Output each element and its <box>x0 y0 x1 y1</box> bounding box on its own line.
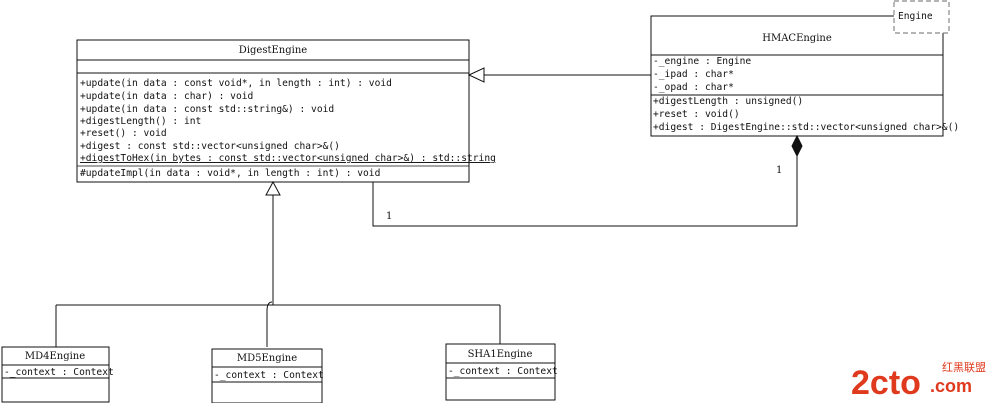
method-3: +digestLength() : int <box>80 116 201 127</box>
method-5: +digest : const std::vector<unsigned cha… <box>80 141 340 152</box>
class-name: SHA1Engine <box>468 349 533 360</box>
class-name: DigestEngine <box>239 45 307 56</box>
method-6-static: +digestToHex(in bytes : const std::vecto… <box>80 153 496 164</box>
class-box <box>76 39 470 183</box>
attribute-1: -_ipad : char* <box>653 69 734 80</box>
watermark-cn: 红黑联盟 <box>942 361 986 374</box>
class-name: HMACEngine <box>762 33 832 44</box>
template-box <box>893 0 950 34</box>
class-box <box>211 348 323 403</box>
method-4: +reset() : void <box>80 128 167 139</box>
association-line <box>372 156 798 227</box>
attribute-0: -_context : Context <box>4 367 114 378</box>
class-box <box>445 343 556 401</box>
watermark-domain: .com <box>930 376 972 396</box>
attribute-0: -_context : Context <box>214 370 324 381</box>
method-1: +update(in data : char) : void <box>80 91 253 102</box>
attribute-2: -_opad : char* <box>653 82 734 93</box>
generalization-hmac-to-digest <box>467 67 651 83</box>
method-7: #updateImpl(in data : void*, in length :… <box>80 168 380 179</box>
class-md4-engine[interactable]: MD4Engine -_context : Context <box>1 346 114 403</box>
multiplicity-digest: 1 <box>386 211 392 222</box>
watermark-2cto: 2cto <box>851 364 921 402</box>
inheritance-arrowhead <box>467 67 485 83</box>
method-2: +update(in data : const std::string&) : … <box>80 104 334 115</box>
inheritance-arrowhead <box>265 180 281 196</box>
attribute-0: -_engine : Engine <box>653 56 751 67</box>
generalization-subclasses <box>55 180 501 347</box>
class-digest-engine[interactable]: DigestEngine +update(in data : const voi… <box>76 39 496 183</box>
inheritance-branch-md5 <box>266 301 273 347</box>
class-sha1-engine[interactable]: SHA1Engine -_context : Context <box>445 343 558 401</box>
class-name: MD5Engine <box>237 353 297 364</box>
method-0: +update(in data : const void*, in length… <box>80 78 392 89</box>
class-hmac-engine[interactable]: HMACEngine -_engine : Engine -_ipad : ch… <box>650 15 959 137</box>
method-1: +reset : void() <box>653 109 740 120</box>
method-2: +digest : DigestEngine::std::vector<unsi… <box>653 122 959 133</box>
class-box <box>650 15 944 137</box>
template-param-label: Engine <box>898 11 933 22</box>
attribute-0: -_context : Context <box>448 366 558 377</box>
multiplicity-hmac: 1 <box>776 165 782 176</box>
class-md5-engine[interactable]: MD5Engine -_context : Context <box>211 348 324 403</box>
method-0: +digestLength : unsigned() <box>653 96 803 107</box>
template-parameter: Engine <box>893 0 950 34</box>
class-name: MD4Engine <box>25 351 85 362</box>
class-box <box>1 346 110 403</box>
watermark-logo: 2cto 红黑联盟 .com <box>851 361 986 402</box>
composition-association: 1 1 <box>372 134 803 227</box>
composition-diamond <box>791 134 803 158</box>
